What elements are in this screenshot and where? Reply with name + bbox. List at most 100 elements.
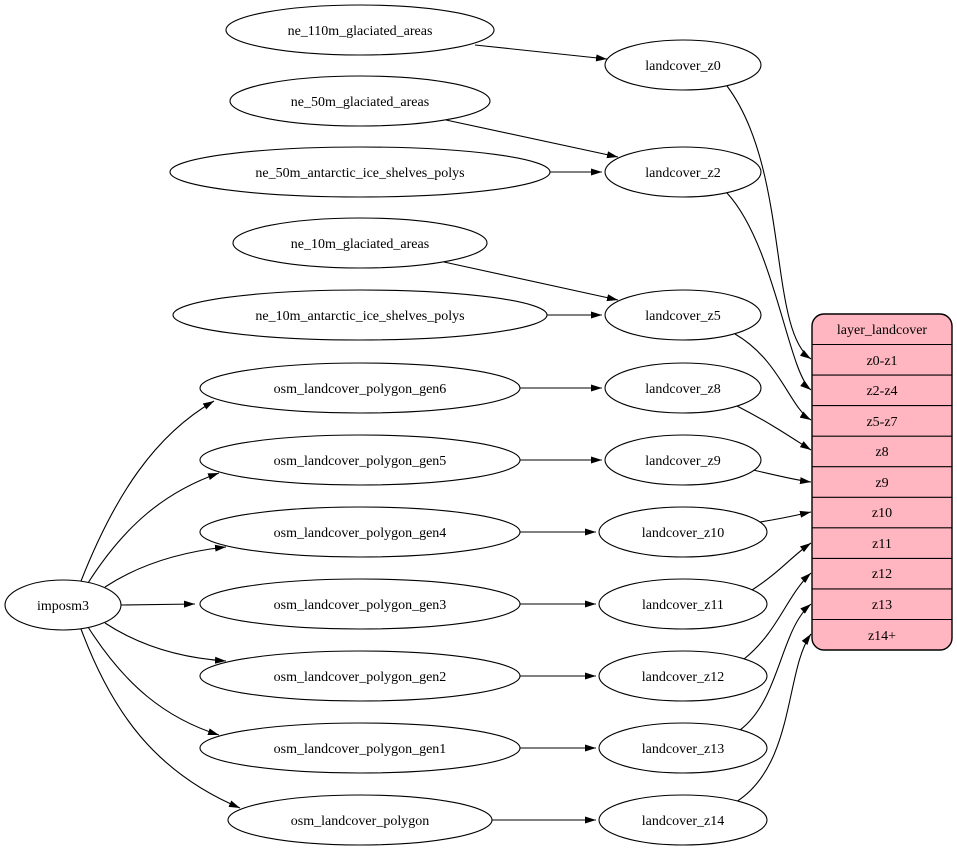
node-osm_landcover_polygon: osm_landcover_polygon — [227, 794, 493, 846]
node-osm_landcover_polygon_gen5: osm_landcover_polygon_gen5 — [199, 434, 521, 486]
edge-ne_50m_glaciated_areas-to-landcover_z2 — [445, 119, 619, 159]
node-osm_landcover_polygon_gen2-label: osm_landcover_polygon_gen2 — [274, 670, 447, 685]
node-osm_landcover_polygon_gen1-label: osm_landcover_polygon_gen1 — [274, 742, 447, 757]
edge-landcover_z9-to-row-z9 — [752, 469, 812, 485]
edge-imposm3-to-osm_landcover_polygon_gen6 — [80, 400, 215, 582]
node-landcover_z11-shape — [598, 578, 768, 630]
edge-landcover_z5-to-row-z5-z7 — [734, 333, 812, 421]
node-landcover_z12: landcover_z12 — [598, 650, 768, 702]
node-landcover_z13: landcover_z13 — [598, 722, 768, 774]
node-osm_landcover_polygon_gen3-shape — [199, 578, 521, 630]
node-ne_10m_glaciated_areas-shape — [232, 217, 488, 269]
node-osm_landcover_polygon-label: osm_landcover_polygon — [291, 814, 429, 829]
table-row-z11: z11 — [872, 537, 892, 552]
node-landcover_z5-shape — [604, 289, 762, 341]
edge-landcover_z0-to-row-z0-z1 — [726, 85, 812, 360]
node-osm_landcover_polygon_gen5-shape — [199, 434, 521, 486]
node-osm_landcover_polygon_gen1-shape — [199, 722, 521, 774]
node-landcover_z2: landcover_z2 — [604, 146, 762, 198]
table-row-z12: z12 — [872, 567, 892, 582]
node-osm_landcover_polygon_gen3: osm_landcover_polygon_gen3 — [199, 578, 521, 630]
table-row-z9: z9 — [875, 476, 888, 491]
edge-imposm3-to-osm_landcover_polygon_gen4 — [104, 544, 227, 588]
edge-imposm3-to-osm_landcover_polygon_gen5 — [87, 472, 220, 584]
edge-landcover_z13-to-row-z13 — [739, 603, 812, 731]
node-ne_50m_antarctic_ice_shelves_polys-shape — [169, 146, 551, 198]
node-osm_landcover_polygon_gen6-label: osm_landcover_polygon_gen6 — [274, 382, 447, 397]
node-osm_landcover_polygon_gen6-shape — [199, 362, 521, 414]
table-layer_landcover: layer_landcover z0-z1 z2-z4 z5-z7 z8 z9 … — [811, 313, 953, 651]
node-landcover_z9: landcover_z9 — [604, 434, 762, 486]
node-landcover_z14-shape — [598, 794, 768, 846]
table-layer_landcover-shape — [811, 313, 953, 651]
node-ne_50m_glaciated_areas-shape — [229, 75, 491, 127]
node-osm_landcover_polygon_gen2-shape — [199, 650, 521, 702]
node-landcover_z13-shape — [598, 722, 768, 774]
node-ne_10m_antarctic_ice_shelves_polys: ne_10m_antarctic_ice_shelves_polys — [172, 289, 548, 341]
node-landcover_z10: landcover_z10 — [598, 506, 768, 558]
node-osm_landcover_polygon_gen4: osm_landcover_polygon_gen4 — [199, 506, 521, 558]
node-osm_landcover_polygon_gen1: osm_landcover_polygon_gen1 — [199, 722, 521, 774]
node-osm_landcover_polygon_gen4-shape — [199, 506, 521, 558]
node-landcover_z0: landcover_z0 — [604, 39, 762, 91]
node-landcover_z12-label: landcover_z12 — [642, 670, 724, 685]
edge-landcover_z2-to-row-z2-z4 — [726, 192, 812, 391]
table-row-z10: z10 — [872, 506, 892, 521]
table-row-z13: z13 — [872, 598, 892, 613]
table-row-z5-z7: z5-z7 — [866, 415, 897, 430]
node-landcover_z12-shape — [598, 650, 768, 702]
node-landcover_z0-shape — [604, 39, 762, 91]
node-layer: imposm3 ne_110m_glaciated_areas ne_50m_g… — [4, 4, 768, 846]
node-ne_50m_glaciated_areas-label: ne_50m_glaciated_areas — [291, 95, 429, 110]
node-osm_landcover_polygon_gen6: osm_landcover_polygon_gen6 — [199, 362, 521, 414]
node-osm_landcover_polygon_gen2: osm_landcover_polygon_gen2 — [199, 650, 521, 702]
node-ne_50m_antarctic_ice_shelves_polys-label: ne_50m_antarctic_ice_shelves_polys — [255, 166, 464, 181]
edge-imposm3-to-osm_landcover_polygon_gen3 — [120, 600, 196, 608]
node-ne_50m_antarctic_ice_shelves_polys: ne_50m_antarctic_ice_shelves_polys — [169, 146, 551, 198]
edge-imposm3-to-osm_landcover_polygon_gen2 — [104, 622, 227, 664]
node-landcover_z9-shape — [604, 434, 762, 486]
table-row-z14plus: z14+ — [868, 629, 896, 644]
edge-landcover_z11-to-row-z11 — [751, 542, 812, 591]
node-ne_50m_glaciated_areas: ne_50m_glaciated_areas — [229, 75, 491, 127]
node-landcover_z8-shape — [604, 362, 762, 414]
node-landcover_z5: landcover_z5 — [604, 289, 762, 341]
node-landcover_z10-shape — [598, 506, 768, 558]
table-title: layer_landcover — [837, 323, 928, 338]
edge-landcover_z8-to-row-z8 — [736, 405, 812, 451]
node-landcover_z14: landcover_z14 — [598, 794, 768, 846]
node-landcover_z2-shape — [604, 146, 762, 198]
node-landcover_z11-label: landcover_z11 — [642, 598, 724, 613]
node-ne_110m_glaciated_areas-shape — [225, 4, 495, 56]
node-osm_landcover_polygon-shape — [227, 794, 493, 846]
node-imposm3: imposm3 — [4, 579, 122, 631]
node-osm_landcover_polygon_gen3-label: osm_landcover_polygon_gen3 — [274, 598, 447, 613]
node-landcover_z9-label: landcover_z9 — [645, 454, 720, 469]
edge-imposm3-to-osm_landcover_polygon_gen1 — [87, 626, 220, 736]
node-landcover_z8: landcover_z8 — [604, 362, 762, 414]
node-ne_10m_antarctic_ice_shelves_polys-shape — [172, 289, 548, 341]
table-row-z8: z8 — [875, 445, 888, 460]
node-osm_landcover_polygon_gen5-label: osm_landcover_polygon_gen5 — [274, 454, 447, 469]
node-landcover_z8-label: landcover_z8 — [645, 382, 720, 397]
edge-landcover_z14-to-row-z14plus — [735, 633, 812, 803]
node-ne_10m_antarctic_ice_shelves_polys-label: ne_10m_antarctic_ice_shelves_polys — [255, 309, 464, 324]
node-osm_landcover_polygon_gen4-label: osm_landcover_polygon_gen4 — [274, 526, 447, 541]
node-landcover_z14-label: landcover_z14 — [642, 814, 724, 829]
table-row-z0-z1: z0-z1 — [866, 354, 897, 369]
node-imposm3-label: imposm3 — [37, 599, 89, 614]
node-landcover_z5-label: landcover_z5 — [645, 309, 720, 324]
node-landcover_z10-label: landcover_z10 — [642, 526, 724, 541]
edge-landcover_z10-to-row-z10 — [759, 510, 812, 523]
node-landcover_z2-label: landcover_z2 — [645, 166, 720, 181]
node-landcover_z0-label: landcover_z0 — [645, 59, 720, 74]
node-ne_110m_glaciated_areas-label: ne_110m_glaciated_areas — [288, 24, 433, 39]
edge-imposm3-to-osm_landcover_polygon — [80, 628, 241, 809]
edge-ne_110m_glaciated_areas-to-landcover_z0 — [474, 44, 608, 62]
edge-ne_10m_glaciated_areas-to-landcover_z5 — [443, 261, 619, 302]
node-ne_10m_glaciated_areas: ne_10m_glaciated_areas — [232, 217, 488, 269]
edge-landcover_z12-to-row-z12 — [743, 572, 812, 660]
edge-layer — [80, 44, 812, 824]
node-landcover_z11: landcover_z11 — [598, 578, 768, 630]
node-ne_110m_glaciated_areas: ne_110m_glaciated_areas — [225, 4, 495, 56]
